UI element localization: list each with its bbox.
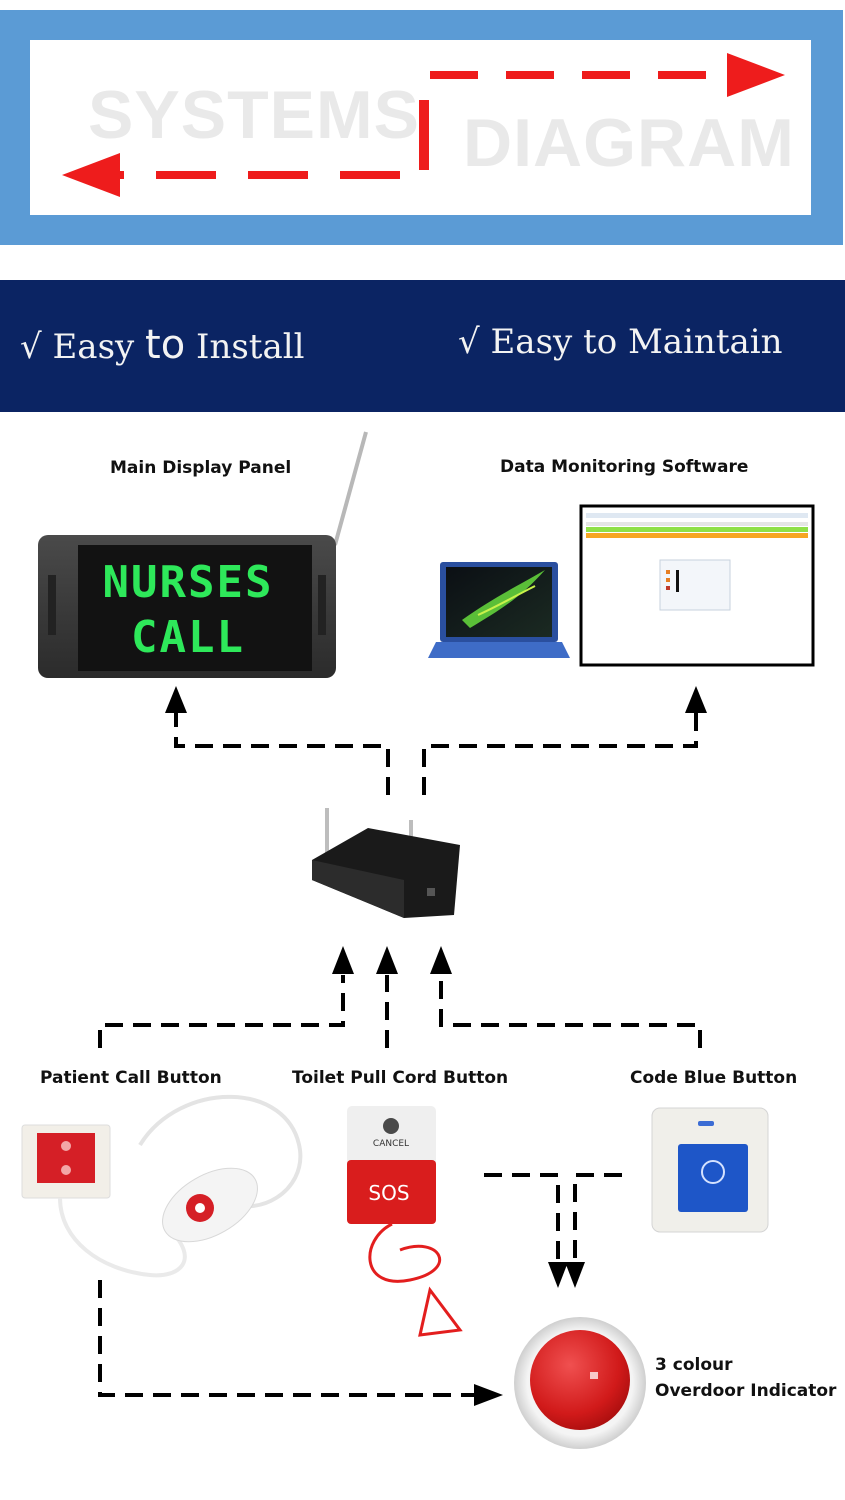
led-text-line1: NURSES — [103, 557, 274, 608]
label-data-software: Data Monitoring Software — [500, 457, 749, 477]
arrowhead-up-2 — [376, 946, 398, 974]
arrowhead-down-1 — [548, 1262, 568, 1288]
laptop-icon — [428, 562, 570, 658]
tagline-left-pre: Easy — [52, 327, 146, 367]
check-mark: √ — [458, 322, 480, 362]
label-overdoor-line2: Overdoor Indicator — [655, 1381, 837, 1401]
toilet-cancel-text: CANCEL — [373, 1139, 409, 1149]
software-screen — [579, 504, 815, 667]
label-toilet-cord: Toilet Pull Cord Button — [292, 1068, 509, 1088]
tagline-band — [0, 280, 845, 412]
arrowhead-up-3 — [430, 946, 452, 974]
banner-arrowhead-left — [62, 153, 120, 197]
check-mark: √ — [20, 327, 42, 367]
overdoor-indicator — [514, 1317, 646, 1449]
connector-receiver-to-outputs — [174, 712, 698, 795]
tagline-easy-install: √ Easy to Install — [20, 322, 304, 368]
tagline-right-text: Easy to Maintain — [490, 322, 783, 362]
banner-red-arrow — [120, 71, 715, 179]
banner-arrowhead-right — [727, 53, 785, 97]
arrowhead-down-2 — [565, 1262, 585, 1288]
main-display-panel: NURSES CALL — [38, 431, 368, 678]
toilet-pull-cord-device: CANCEL SOS — [347, 1106, 463, 1337]
arrowhead-right-overdoor — [474, 1384, 503, 1406]
label-overdoor-line1: 3 colour — [655, 1355, 733, 1375]
connector-to-overdoor — [98, 1173, 622, 1397]
central-receiver — [312, 808, 460, 918]
label-patient-call: Patient Call Button — [40, 1068, 222, 1088]
tagline-left-to: to — [145, 322, 186, 368]
connector-buttons-to-receiver — [98, 975, 702, 1048]
arrowhead-to-software — [685, 686, 707, 713]
tagline-easy-maintain: √ Easy to Maintain — [458, 322, 783, 362]
banner-word-systems: SYSTEMS — [88, 77, 420, 153]
code-blue-device — [651, 1107, 769, 1233]
arrowhead-to-display — [165, 686, 187, 713]
label-code-blue: Code Blue Button — [630, 1068, 798, 1088]
patient-call-button-device — [21, 1094, 303, 1278]
tagline-left-post: Install — [185, 327, 305, 367]
toilet-sos-text: SOS — [368, 1181, 409, 1205]
led-text-line2: CALL — [131, 612, 245, 663]
banner-word-diagram: DIAGRAM — [463, 105, 795, 181]
label-main-display: Main Display Panel — [110, 458, 292, 478]
arrowhead-up-1 — [332, 946, 354, 974]
